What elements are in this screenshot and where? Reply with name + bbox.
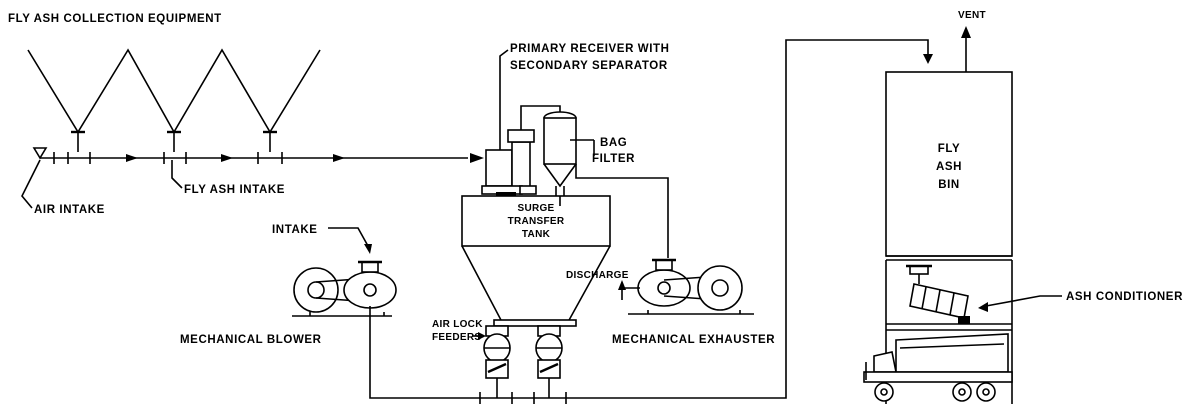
air-intake-callout: AIR INTAKE xyxy=(21,159,105,216)
mechanical-blower-label: MECHANICAL BLOWER xyxy=(180,334,322,346)
mechanical-exhauster-label: MECHANICAL EXHAUSTER xyxy=(612,334,775,346)
surge-tank-label-3: TANK xyxy=(522,229,551,240)
air-lock-feeders xyxy=(483,325,563,398)
bin-label-3: BIN xyxy=(938,179,960,191)
primary-receiver-label-2: SECONDARY SEPARATOR xyxy=(510,60,668,72)
air-lock-callout: AIR LOCK FEEDERS xyxy=(432,319,486,343)
transfer-pipe xyxy=(369,39,933,404)
hopper-valve-1 xyxy=(71,130,85,152)
collection-hoppers xyxy=(27,48,321,152)
bin-label-1: FLY xyxy=(938,143,960,155)
hopper-valve-3 xyxy=(263,130,277,152)
bin-label-2: ASH xyxy=(936,161,962,173)
surge-tank-label-1: SURGE xyxy=(517,203,554,214)
surge-transfer-tank: SURGE TRANSFER TANK xyxy=(461,195,611,327)
mechanical-exhauster xyxy=(628,258,754,315)
hopper-valve-2 xyxy=(167,130,181,152)
ash-conditioner-label: ASH CONDITIONER xyxy=(1066,291,1183,303)
intake-label: INTAKE xyxy=(272,224,318,236)
blower-intake-callout: INTAKE xyxy=(272,224,372,254)
air-intake-label: AIR INTAKE xyxy=(34,204,105,216)
discharge-label: DISCHARGE xyxy=(566,270,629,281)
fly-ash-intake-label: FLY ASH INTAKE xyxy=(184,184,285,196)
discharge-callout: DISCHARGE xyxy=(566,270,640,300)
air-lock-label-2: FEEDERS xyxy=(432,332,481,343)
diagram-title: FLY ASH COLLECTION EQUIPMENT xyxy=(8,13,222,25)
mechanical-blower xyxy=(292,260,397,317)
primary-receiver xyxy=(481,118,537,196)
vent-label: VENT xyxy=(958,10,986,21)
fly-ash-bin: FLY ASH BIN xyxy=(885,71,1013,404)
surge-tank-label-2: TRANSFER xyxy=(508,216,565,227)
vent: VENT xyxy=(958,10,986,72)
air-intake-valve xyxy=(32,147,48,160)
air-lock-label-1: AIR LOCK xyxy=(432,319,483,330)
primary-receiver-label-1: PRIMARY RECEIVER WITH xyxy=(510,43,670,55)
ash-conditioner-callout: ASH CONDITIONER xyxy=(978,291,1183,312)
bag-filter-label-1: BAG xyxy=(600,137,627,149)
dump-truck xyxy=(863,333,1013,402)
bag-filter-label-2: FILTER xyxy=(592,153,635,165)
primary-receiver-callout: PRIMARY RECEIVER WITH SECONDARY SEPARATO… xyxy=(499,43,670,150)
ash-conditioner xyxy=(906,264,970,324)
conveying-line xyxy=(32,147,484,164)
bag-filter: BAG FILTER xyxy=(520,105,635,196)
fly-ash-intake-callout: FLY ASH INTAKE xyxy=(171,160,285,196)
